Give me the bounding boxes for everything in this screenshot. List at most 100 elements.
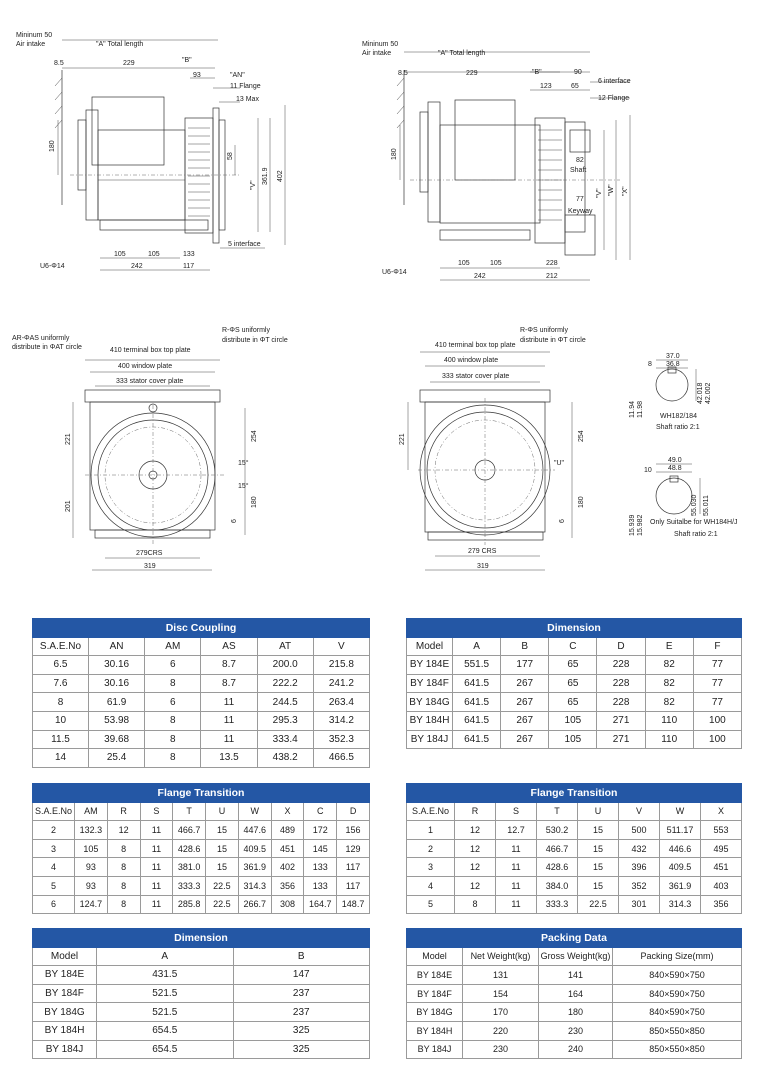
dim-37-0: 37.0 <box>666 353 680 360</box>
dim-82: 82 <box>576 157 584 164</box>
table-cell: 30.16 <box>87 673 146 694</box>
dim-105-b: 105 <box>490 260 502 267</box>
column-header: S <box>495 801 537 822</box>
column-header: AM <box>144 636 202 657</box>
table-cell: 164.7 <box>303 894 338 915</box>
table-cell: 438.2 <box>256 748 314 768</box>
table-cell: 93 <box>74 875 108 896</box>
table-cell: 466.7 <box>172 820 207 840</box>
table-cell: 124.7 <box>74 894 108 915</box>
table-cell: 15 <box>205 857 239 877</box>
column-header: T <box>172 801 207 822</box>
dim-55-011: 55.011 <box>703 495 710 516</box>
table-title-row: Packing Data <box>406 928 742 948</box>
table-cell: 314.2 <box>312 710 371 731</box>
table-cell: 8 <box>144 748 202 768</box>
table-title: Flange Transition <box>406 783 742 803</box>
table-cell: 228 <box>596 692 646 712</box>
table-cell: 8 <box>32 692 89 712</box>
table-cell: 11 <box>200 692 258 712</box>
table-cell: 100 <box>692 729 743 750</box>
table-cell: 228 <box>596 673 646 694</box>
table-cell: 11 <box>495 857 537 877</box>
column-header: F <box>692 636 743 657</box>
table-cell: 11 <box>139 857 174 877</box>
table-cell: 129 <box>336 838 370 859</box>
dim-228: 228 <box>546 260 558 267</box>
dim-254: 254 <box>578 430 585 442</box>
table-cell: 12 <box>454 838 496 859</box>
table-cell: 241.2 <box>312 673 371 694</box>
table-cell: 840×590×750 <box>612 983 742 1004</box>
x-label: "X" <box>622 186 629 196</box>
dim-10: 10 <box>644 467 652 474</box>
table-cell: 2 <box>406 838 455 859</box>
dim-319: 319 <box>144 563 156 570</box>
dim-77: 77 <box>576 196 584 203</box>
table-cell: 314.3 <box>659 894 701 915</box>
table-cell: 654.5 <box>96 1039 234 1060</box>
dim-6: 6 <box>231 519 238 523</box>
dim-402: 402 <box>277 170 284 182</box>
dim-254: 254 <box>251 430 258 442</box>
table-cell: 15 <box>205 838 239 859</box>
table-cell: BY 184E <box>32 965 97 985</box>
v-label: "V" <box>250 180 257 190</box>
table-cell: BY 184H <box>406 710 453 731</box>
table-cell: 5 <box>32 875 75 896</box>
table-title: Dimension <box>32 928 370 948</box>
table-cell: 500 <box>618 820 660 840</box>
table-cell: 12.7 <box>495 820 537 840</box>
keyway-label: Keyway <box>568 208 593 215</box>
table-cell: 77 <box>692 692 743 712</box>
table-cell: 237 <box>232 983 370 1004</box>
crs-label: 279 CRS <box>468 548 497 555</box>
shaft-label: Shaft <box>570 167 586 174</box>
table-cell: 333.3 <box>172 875 207 896</box>
min-air-intake-label: Mininum 50 <box>16 32 52 39</box>
table-cell: 11 <box>495 838 537 859</box>
column-header: W <box>659 801 701 822</box>
table-cell: 8 <box>144 729 202 750</box>
table-cell: 361.9 <box>659 875 701 896</box>
table-cell: 170 <box>462 1002 539 1022</box>
table-cell: 11 <box>495 894 537 915</box>
table-cell: 6 <box>144 692 202 712</box>
column-header: D <box>596 636 646 657</box>
flange-label: 12 Flange <box>598 95 629 102</box>
table-cell: 30.16 <box>87 655 146 675</box>
table-cell: 8.7 <box>200 655 258 675</box>
table-cell: 132.3 <box>74 820 108 840</box>
column-header: Model <box>406 946 463 967</box>
table-cell: 228 <box>596 655 646 675</box>
deg-15-a: 15° <box>238 459 249 467</box>
table-cell: 11 <box>139 875 174 896</box>
table-cell: 451 <box>700 857 742 877</box>
r-s-label: R-ΦS uniformly <box>222 327 270 334</box>
dim-15-939: 15.939 <box>629 514 636 536</box>
stator-plate-label: 333 stator cover plate <box>116 378 183 385</box>
table-cell: 117 <box>336 875 370 896</box>
dim-11-98: 11.98 <box>637 401 644 418</box>
table-cell: 263.4 <box>312 692 371 712</box>
column-header: AS <box>200 636 258 657</box>
dim-48-8: 48.8 <box>668 465 682 472</box>
deg-15-b: 15° <box>238 482 249 490</box>
table-cell: 11 <box>200 710 258 731</box>
shaft-detail-wh182-drawing: 37.0 36.8 8 42.018 42.002 11.94 11.98 WH… <box>620 348 770 438</box>
interface-label: 6 interface <box>598 78 631 85</box>
table-cell: 131 <box>462 965 539 985</box>
table-cell: 325 <box>232 1039 370 1060</box>
column-header: V <box>312 636 371 657</box>
